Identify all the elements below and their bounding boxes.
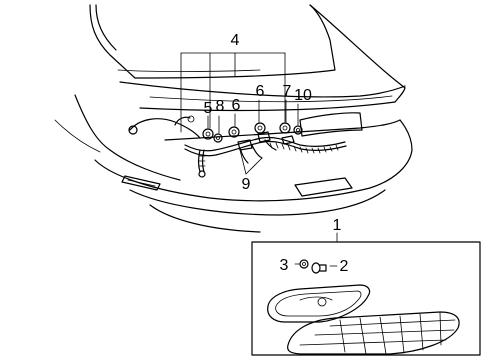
- bulb-sockets: [202, 122, 303, 143]
- socket-10: [293, 125, 303, 135]
- socket-7: [279, 122, 291, 134]
- callout-4: 4: [231, 32, 240, 49]
- socket-6-right: [254, 122, 266, 134]
- socket: [299, 259, 309, 269]
- inset-lamp-assembly: [251, 241, 481, 356]
- callout-5: 5: [204, 100, 213, 117]
- callout-2: 2: [340, 258, 349, 275]
- wiring-harness: [128, 115, 347, 178]
- callout-1: 1: [333, 217, 342, 234]
- vehicle-rear-body: [54, 4, 413, 233]
- callout-9: 9: [242, 176, 251, 193]
- callout-7: 7: [283, 83, 292, 100]
- callout-labels: 4 5 8 6 6 7 10 9 1 3 2: [204, 32, 349, 275]
- callout-10: 10: [294, 87, 312, 104]
- callout-3: 3: [280, 257, 289, 274]
- bulb: [311, 262, 327, 274]
- socket-6-left: [228, 126, 240, 138]
- callout-8: 8: [216, 98, 225, 115]
- socket-5: [202, 128, 214, 140]
- socket-8: [213, 133, 223, 143]
- leader-lines: [180, 52, 338, 243]
- callout-6-left: 6: [232, 97, 241, 114]
- callout-6-right: 6: [256, 83, 265, 100]
